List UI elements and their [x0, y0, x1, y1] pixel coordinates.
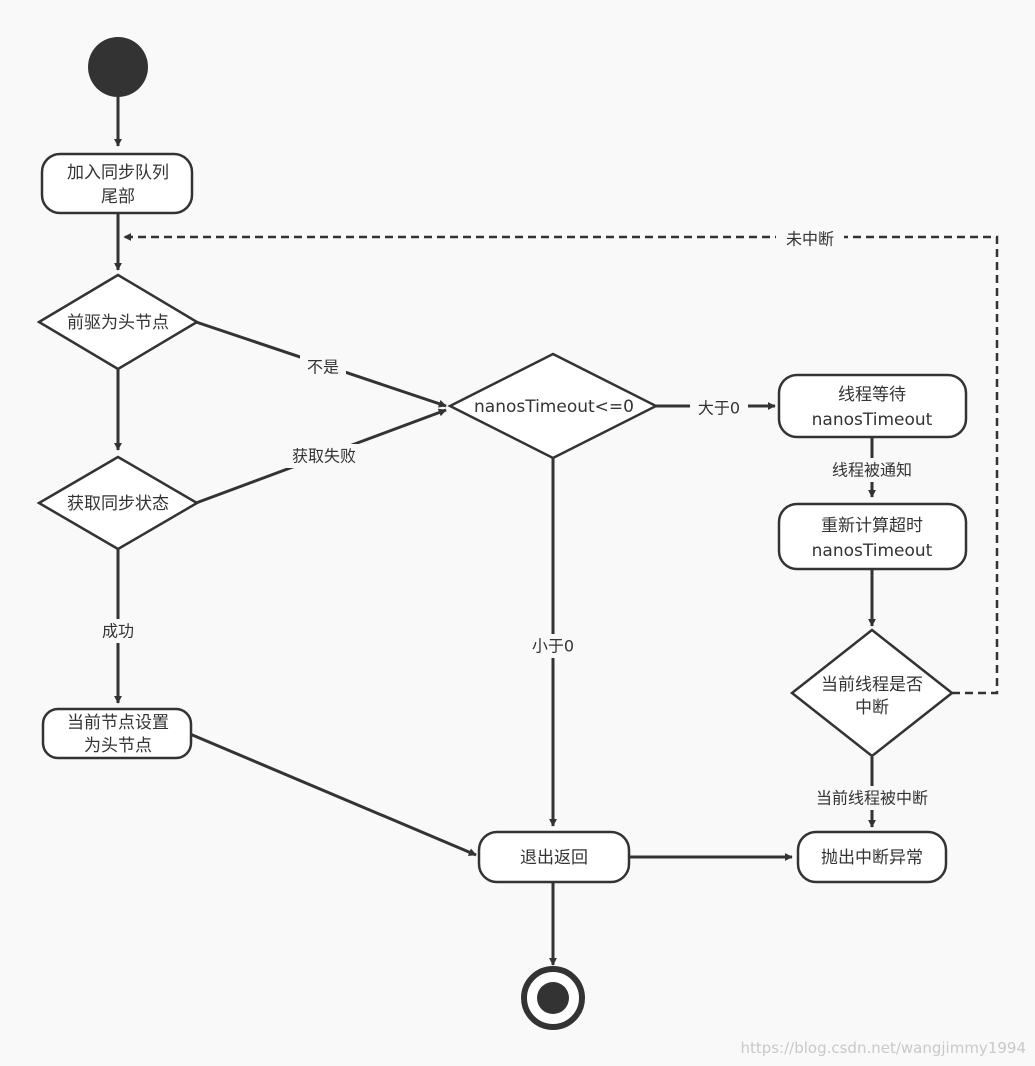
edge-label-success: 成功 [102, 622, 134, 641]
node-timeout-check: nanosTimeout<=0 [447, 352, 659, 460]
node-interrupted-check: 当前线程是否 中断 [789, 628, 955, 758]
node-exit-return: 退出返回 [477, 830, 631, 884]
node-timeout-check-text: nanosTimeout<=0 [474, 397, 634, 417]
node-timeout-check-diamond [447, 352, 659, 460]
node-join-queue-box [40, 152, 194, 215]
node-interrupted-check-diamond [789, 628, 955, 758]
node-recalc-timeout-box [777, 502, 968, 571]
edge-labels: 不是 获取失败 大于0 线程被通知 未中断 成功 小于0 当前线程被中断 [92, 227, 946, 810]
node-join-queue-line-2: 尾部 [101, 187, 135, 207]
node-exit-return-box [477, 830, 631, 884]
node-set-head-line-1: 当前节点设置 [67, 713, 169, 733]
edge-label-notified: 线程被通知 [832, 461, 912, 480]
node-set-head-box [41, 707, 193, 760]
node-recalc-timeout-line-2: nanosTimeout [812, 541, 933, 561]
node-acquire-state-diamond [36, 455, 200, 551]
node-join-queue-line-1: 加入同步队列 [67, 163, 169, 183]
edge-label-not: 不是 [307, 358, 339, 377]
node-thread-wait-box [777, 373, 968, 439]
node-thread-wait-line-2: nanosTimeout [812, 410, 933, 430]
watermark: https://blog.csdn.net/wangjimmy1994 [740, 1039, 1026, 1057]
edge-interrupted-loop-back [123, 233, 999, 695]
nodes: 加入同步队列 尾部 前驱为头节点 获取同步状态 nanosTimeout<=0 … [36, 37, 968, 1030]
node-set-head-line-2: 为头节点 [84, 736, 152, 756]
end-node-core [537, 982, 569, 1014]
edge-label-acquire-failed: 获取失败 [292, 447, 356, 466]
edge-label-not-interrupted: 未中断 [786, 230, 834, 249]
node-thread-wait-line-1: 线程等待 [838, 385, 906, 405]
node-pred-is-head-diamond [36, 273, 200, 371]
node-recalc-timeout: 重新计算超时 nanosTimeout [777, 502, 968, 571]
node-throw-exception: 抛出中断异常 [796, 830, 948, 884]
node-join-queue: 加入同步队列 尾部 [40, 152, 194, 215]
node-exit-return-text: 退出返回 [520, 848, 588, 868]
node-pred-is-head: 前驱为头节点 [36, 273, 200, 371]
node-acquire-state-text: 获取同步状态 [67, 494, 169, 514]
edge-label-interrupted: 当前线程被中断 [816, 789, 928, 808]
node-recalc-timeout-line-1: 重新计算超时 [821, 516, 923, 536]
node-throw-exception-text: 抛出中断异常 [821, 848, 923, 868]
node-pred-is-head-text: 前驱为头节点 [67, 313, 169, 333]
node-interrupted-check-line-1: 当前线程是否 [821, 675, 923, 695]
node-throw-exception-box [796, 830, 948, 884]
node-thread-wait: 线程等待 nanosTimeout [777, 373, 968, 439]
node-acquire-state: 获取同步状态 [36, 455, 200, 551]
edge-label-less-than-zero: 小于0 [532, 637, 574, 656]
end-node [521, 966, 585, 1030]
start-node [88, 37, 148, 97]
edge-sethead-to-exit [189, 732, 477, 857]
node-interrupted-check-line-2: 中断 [855, 698, 889, 718]
node-set-head: 当前节点设置 为头节点 [41, 707, 193, 760]
edge-label-greater-than-zero: 大于0 [698, 399, 740, 418]
